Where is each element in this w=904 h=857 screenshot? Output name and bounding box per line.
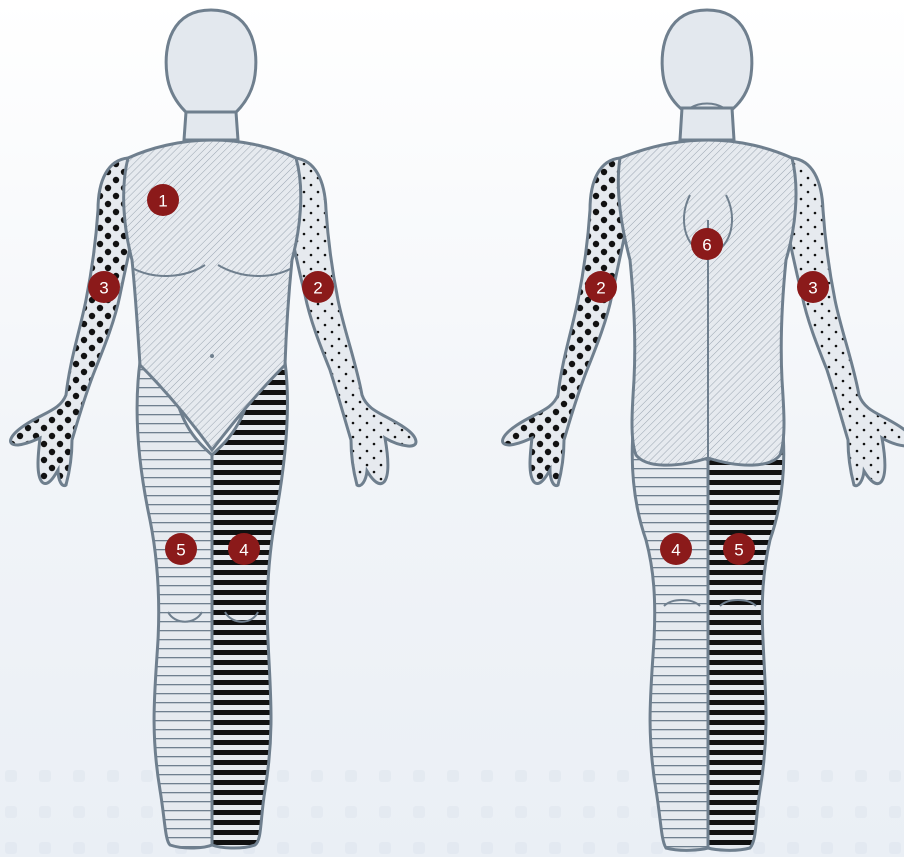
back-marker-back[interactable]: 6 <box>691 228 723 260</box>
decorative-dot <box>855 842 867 854</box>
front-arm-small-dots <box>285 158 416 486</box>
decorative-dot <box>821 806 833 818</box>
decorative-dot <box>5 842 17 854</box>
decorative-dot <box>345 770 357 782</box>
decorative-dot <box>515 842 527 854</box>
decorative-dot <box>651 842 663 854</box>
marker-label: 1 <box>158 192 167 211</box>
front-neck <box>184 112 238 140</box>
decorative-dot <box>617 842 629 854</box>
decorative-dot <box>413 806 425 818</box>
decorative-dot <box>345 806 357 818</box>
decorative-dot <box>583 806 595 818</box>
decorative-dot <box>549 842 561 854</box>
decorative-dot <box>5 806 17 818</box>
back-leg-thin-stripes <box>632 420 708 850</box>
back-arm-small-dots <box>782 158 904 486</box>
decorative-dot <box>515 806 527 818</box>
back-neck <box>680 108 734 140</box>
decorative-dot <box>481 806 493 818</box>
decorative-dot <box>141 770 153 782</box>
decorative-dot <box>447 806 459 818</box>
back-marker-left-arm[interactable]: 2 <box>585 271 617 303</box>
back-arm-large-dots <box>503 158 632 486</box>
front-marker-left-arm[interactable]: 2 <box>302 271 334 303</box>
decorative-dot <box>549 770 561 782</box>
decorative-dot <box>39 806 51 818</box>
decorative-dot <box>447 770 459 782</box>
decorative-dot <box>311 770 323 782</box>
decorative-dot <box>73 770 85 782</box>
front-marker-right-leg[interactable]: 5 <box>165 533 197 565</box>
decorative-dot <box>787 806 799 818</box>
decorative-dot <box>39 770 51 782</box>
decorative-dot <box>617 806 629 818</box>
decorative-dot <box>379 842 391 854</box>
decorative-dot <box>549 806 561 818</box>
decorative-dot <box>107 770 119 782</box>
decorative-dot <box>787 770 799 782</box>
back-marker-right-arm[interactable]: 3 <box>797 271 829 303</box>
decorative-dot <box>889 842 901 854</box>
decorative-dot <box>277 842 289 854</box>
decorative-dot <box>889 806 901 818</box>
decorative-dot <box>311 806 323 818</box>
decorative-dot <box>379 770 391 782</box>
back-leg-thick-stripes <box>708 420 784 850</box>
decorative-dot <box>787 842 799 854</box>
decorative-dot <box>73 806 85 818</box>
decorative-dot <box>617 770 629 782</box>
marker-label: 5 <box>734 541 743 560</box>
decorative-dot <box>107 842 119 854</box>
front-arm-large-dots <box>11 158 140 486</box>
marker-label: 3 <box>99 279 108 298</box>
decorative-dot <box>73 842 85 854</box>
marker-label: 2 <box>313 279 322 298</box>
decorative-dot <box>39 842 51 854</box>
decorative-dot <box>277 770 289 782</box>
decorative-dot <box>277 806 289 818</box>
decorative-dot-grid <box>5 770 904 854</box>
marker-label: 5 <box>176 541 185 560</box>
front-head <box>166 10 256 124</box>
marker-label: 4 <box>239 541 248 560</box>
front-marker-chest[interactable]: 1 <box>147 184 179 216</box>
marker-label: 3 <box>808 279 817 298</box>
decorative-dot <box>821 842 833 854</box>
decorative-dot <box>141 842 153 854</box>
front-marker-right-arm[interactable]: 3 <box>88 271 120 303</box>
decorative-dot <box>481 770 493 782</box>
decorative-dot <box>413 842 425 854</box>
decorative-dot <box>583 842 595 854</box>
decorative-dot <box>855 806 867 818</box>
decorative-dot <box>141 806 153 818</box>
back-marker-right-leg[interactable]: 5 <box>723 533 755 565</box>
marker-label: 6 <box>702 236 711 255</box>
front-figure <box>11 10 416 848</box>
decorative-dot <box>753 842 765 854</box>
decorative-dot <box>413 770 425 782</box>
decorative-dot <box>855 770 867 782</box>
decorative-dot <box>447 842 459 854</box>
decorative-dot <box>821 770 833 782</box>
marker-label: 4 <box>671 541 680 560</box>
back-marker-left-leg[interactable]: 4 <box>660 533 692 565</box>
decorative-dot <box>345 842 357 854</box>
decorative-dot <box>107 806 119 818</box>
front-marker-left-leg[interactable]: 4 <box>228 533 260 565</box>
decorative-dot <box>515 770 527 782</box>
decorative-dot <box>379 806 391 818</box>
decorative-dot <box>311 842 323 854</box>
decorative-dot <box>5 770 17 782</box>
decorative-dot <box>889 770 901 782</box>
decorative-dot <box>481 842 493 854</box>
back-figure <box>503 10 904 850</box>
decorative-dot <box>583 770 595 782</box>
marker-label: 2 <box>596 279 605 298</box>
